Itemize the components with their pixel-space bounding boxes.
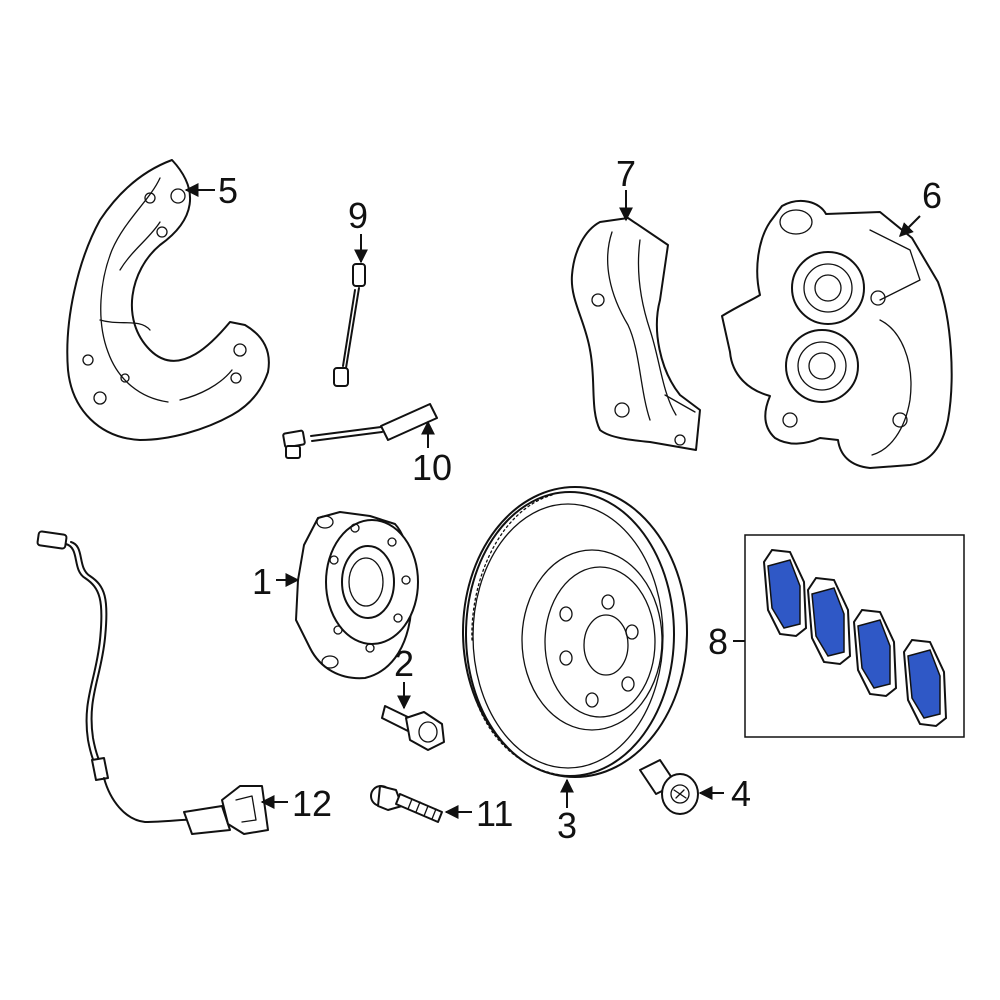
callout-8: 8 — [708, 621, 728, 662]
callout-4: 4 — [731, 773, 751, 814]
callout-7: 7 — [616, 153, 636, 194]
callout-5: 5 — [218, 170, 238, 211]
caliper-bracket-part[interactable] — [570, 217, 701, 451]
bolt-short-part[interactable] — [381, 705, 445, 751]
brake-rotor-part[interactable] — [462, 486, 688, 778]
rotor-screw-part[interactable] — [639, 759, 699, 815]
pad-1 — [762, 548, 808, 638]
wheel-hub-part[interactable] — [295, 511, 419, 680]
callout-11: 11 — [476, 793, 513, 834]
callout-6: 6 — [922, 175, 942, 216]
abs-sensor-harness-part[interactable] — [36, 530, 269, 835]
wear-sensor-short-part[interactable] — [333, 263, 366, 387]
splash-shield-part[interactable] — [66, 159, 270, 441]
caliper-part[interactable] — [721, 199, 953, 469]
pad-4 — [902, 638, 948, 728]
callout-9: 9 — [348, 195, 368, 236]
callout-2: 2 — [394, 643, 414, 684]
pad-3 — [852, 608, 898, 698]
leader-6 — [899, 215, 921, 237]
wear-sensor-long-part[interactable] — [282, 403, 438, 459]
brake-pads-box — [744, 534, 965, 738]
pad-2 — [806, 576, 852, 666]
callout-10: 10 — [412, 447, 452, 488]
callout-3: 3 — [557, 805, 577, 846]
callout-1: 1 — [252, 561, 272, 602]
callout-12: 12 — [292, 783, 332, 824]
bolt-long-part[interactable] — [370, 785, 443, 823]
brake-pads-part[interactable] — [744, 534, 965, 738]
